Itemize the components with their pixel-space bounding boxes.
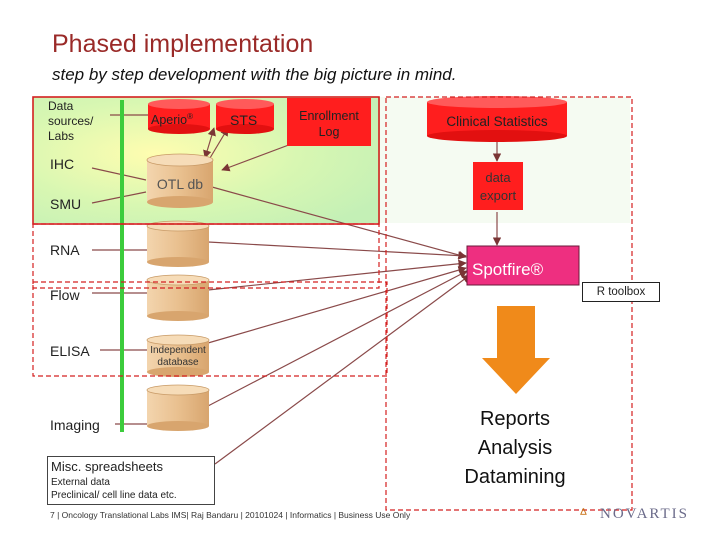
novartis-logo: NOVARTIS bbox=[600, 506, 690, 522]
elisa-label: ELISA bbox=[50, 343, 90, 359]
independent-database-label: Independent database bbox=[150, 345, 206, 368]
external-data-label: External data bbox=[51, 477, 110, 488]
ihc-to-otl-line bbox=[91, 167, 147, 181]
outputs-list: Reports Analysis Datamining bbox=[450, 405, 580, 492]
flow-cylinder bbox=[146, 274, 210, 321]
flow-label: Flow bbox=[50, 287, 80, 303]
aperio-label: Aperio® bbox=[151, 112, 194, 128]
clinical-statistics-cylinder bbox=[427, 96, 567, 142]
rna-cylinder bbox=[146, 220, 210, 267]
sts-to-otl-line bbox=[209, 127, 229, 159]
misc-to-spotfire-line bbox=[214, 274, 471, 465]
novartis-logo-icon: ᐞ bbox=[579, 507, 588, 524]
independent-to-spotfire-line bbox=[207, 266, 467, 344]
smu-to-otl-line bbox=[91, 191, 147, 204]
flow-to-spotfire-line bbox=[207, 259, 467, 291]
slide-title: Phased implementation bbox=[52, 30, 314, 58]
imaging-cylinder bbox=[146, 384, 210, 431]
spotfire-label: Spotfire® bbox=[472, 260, 544, 279]
otl-db-label: OTL db bbox=[156, 176, 204, 192]
phase-2-box bbox=[32, 223, 380, 289]
rna-label: RNA bbox=[50, 242, 80, 258]
r-toolbox-box: R toolbox bbox=[582, 282, 660, 302]
aperio-to-otl-line bbox=[203, 127, 216, 159]
smu-label: SMU bbox=[50, 196, 82, 212]
sts-cylinder bbox=[216, 99, 274, 134]
data-export-box bbox=[473, 162, 523, 210]
output-reports: Reports bbox=[479, 408, 551, 430]
sts-label: STS bbox=[230, 112, 258, 128]
otl-db-cylinder bbox=[146, 153, 214, 208]
independent-database-cylinder bbox=[146, 334, 210, 377]
output-analysis: Analysis bbox=[477, 437, 553, 459]
footer-text: 7 | Oncology Translational Labs IMS| Raj… bbox=[50, 510, 411, 520]
spotfire-box bbox=[466, 245, 580, 286]
imaging-to-spotfire-line bbox=[207, 270, 468, 407]
misc-spreadsheets-box: Misc. spreadsheets External data Preclin… bbox=[47, 456, 215, 505]
aperio-cylinder bbox=[148, 99, 210, 134]
phase-4-box bbox=[385, 96, 633, 511]
results-arrow bbox=[482, 306, 550, 394]
data-sources-label: Data sources/ Labs bbox=[48, 99, 94, 143]
phase-3-box bbox=[32, 281, 388, 377]
enrollment-log-box bbox=[287, 98, 371, 146]
clinical-statistics-label: Clinical Statistics bbox=[446, 114, 548, 129]
rna-to-spotfire-line bbox=[207, 241, 467, 260]
ihc-label: IHC bbox=[50, 156, 75, 172]
preclinical-data-label: Preclinical/ cell line data etc. bbox=[51, 490, 177, 501]
enrollment-log-label: Enrollment Log bbox=[299, 109, 359, 139]
data-export-label: data export bbox=[479, 170, 517, 203]
slide-subtitle: step by step development with the big pi… bbox=[52, 65, 457, 84]
imaging-label: Imaging bbox=[50, 417, 100, 433]
output-datamining: Datamining bbox=[464, 466, 566, 488]
otl-to-spotfire-line bbox=[211, 186, 467, 260]
misc-spreadsheets-label: Misc. spreadsheets bbox=[51, 459, 163, 474]
